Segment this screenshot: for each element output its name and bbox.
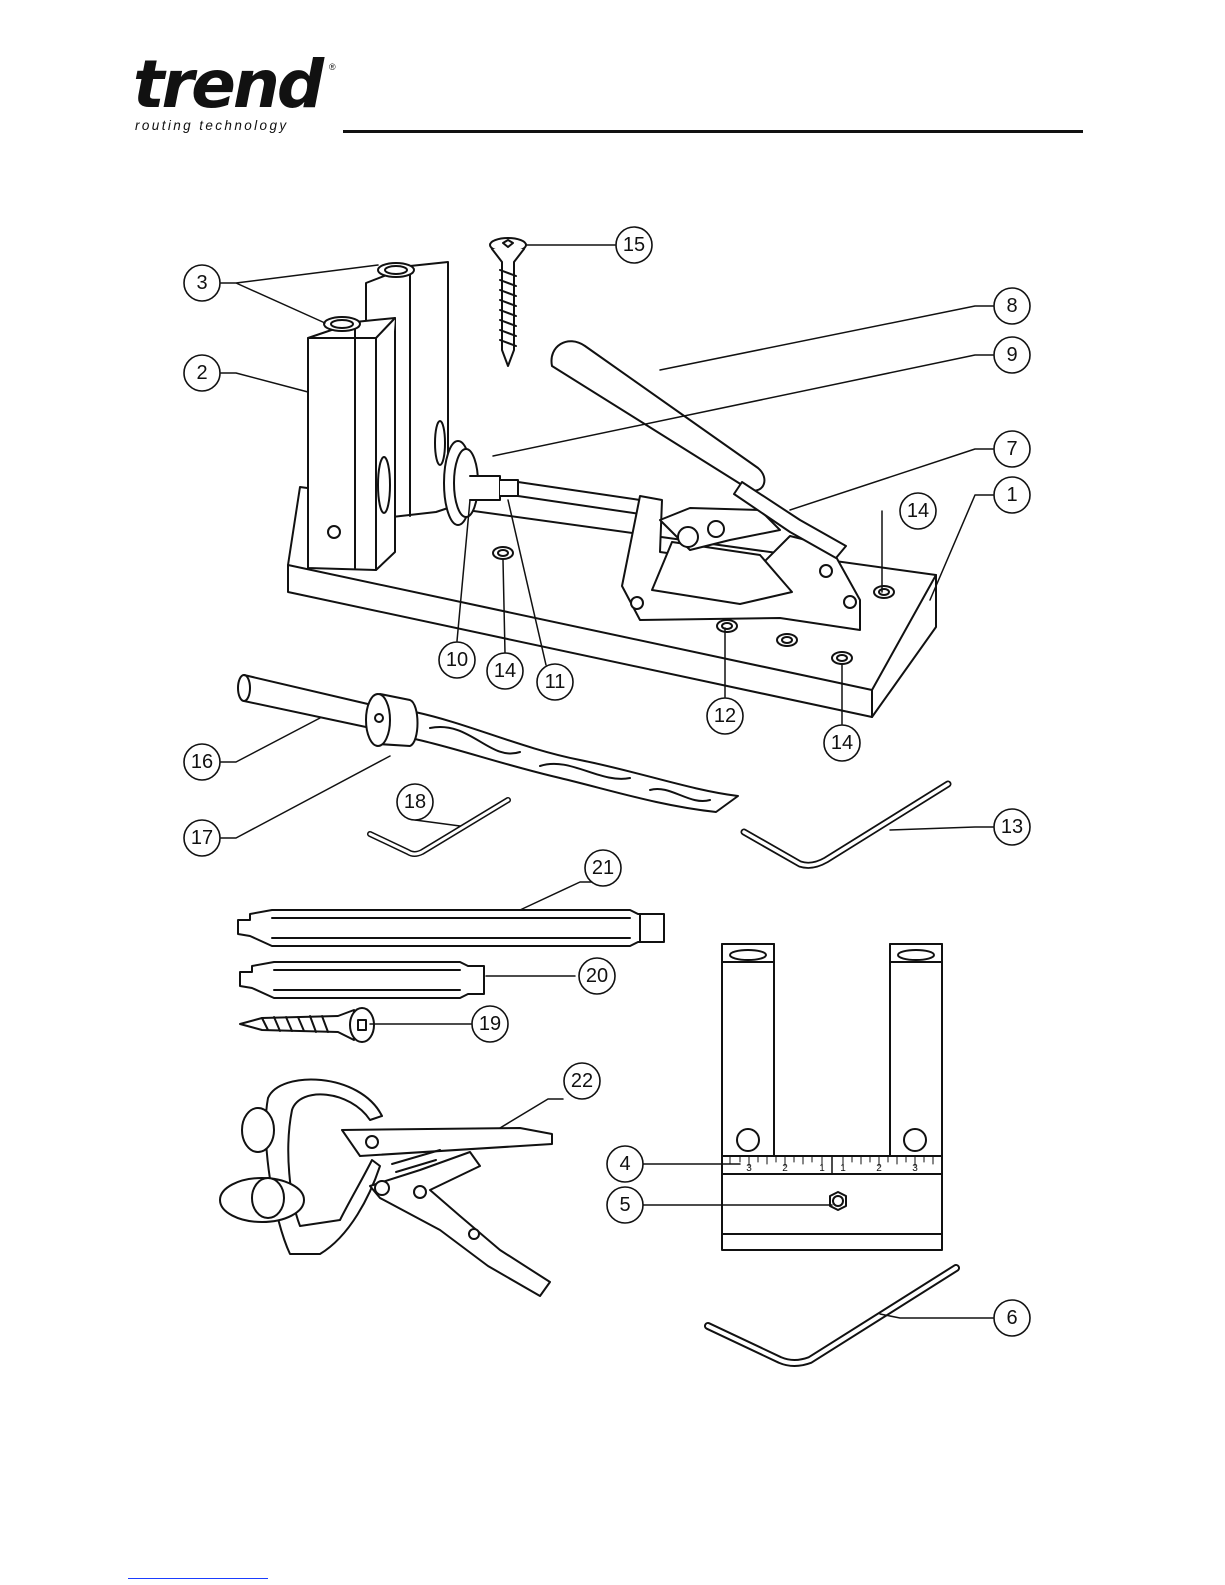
callout-14c: 14 [831,732,853,754]
driver-bit-short [240,962,484,998]
front-view-guide [722,944,942,1250]
hex-key-large [744,784,948,865]
callout-3: 3 [196,272,207,294]
driver-bit-long [238,910,664,946]
callout-4: 4 [619,1153,630,1175]
callout-8: 8 [1006,295,1017,317]
callout-14b: 14 [494,660,516,682]
callout-10: 10 [446,649,468,671]
callout-9: 9 [1006,344,1017,366]
callout-15: 15 [623,234,645,256]
hex-key-bottom [708,1268,956,1363]
callout-16: 16 [191,751,213,773]
callout-5: 5 [619,1194,630,1216]
callout-18: 18 [404,791,426,813]
clamp-rod [518,482,640,514]
scale-left-1: 1 [819,1163,825,1174]
callout-21: 21 [592,857,614,879]
callout-6: 6 [1006,1307,1017,1329]
callout-11: 11 [545,671,566,693]
callout-13: 13 [1001,816,1023,838]
callout-12: 12 [714,705,736,727]
footer-link-underline [128,1578,268,1579]
scale-right-2: 2 [876,1163,882,1174]
pocket-screw [240,1008,374,1042]
callout-1: 1 [1006,484,1017,506]
countersunk-screw [490,238,526,366]
scale-left-2: 2 [782,1163,788,1174]
scale-left-3: 3 [746,1163,752,1174]
scale-right-1: 1 [840,1163,846,1174]
callout-2: 2 [196,362,207,384]
callout-14a: 14 [907,500,929,522]
scale-right-3: 3 [912,1163,918,1174]
callout-20: 20 [586,965,608,987]
toggle-clamp [622,496,860,630]
hex-key-small [370,800,508,854]
stop-collar [366,694,418,746]
face-clamp [220,1079,552,1296]
callout-19: 19 [479,1013,501,1035]
callout-22: 22 [571,1070,593,1092]
drill-bit [238,675,738,812]
callout-17: 17 [191,827,213,849]
callout-7: 7 [1006,438,1017,460]
